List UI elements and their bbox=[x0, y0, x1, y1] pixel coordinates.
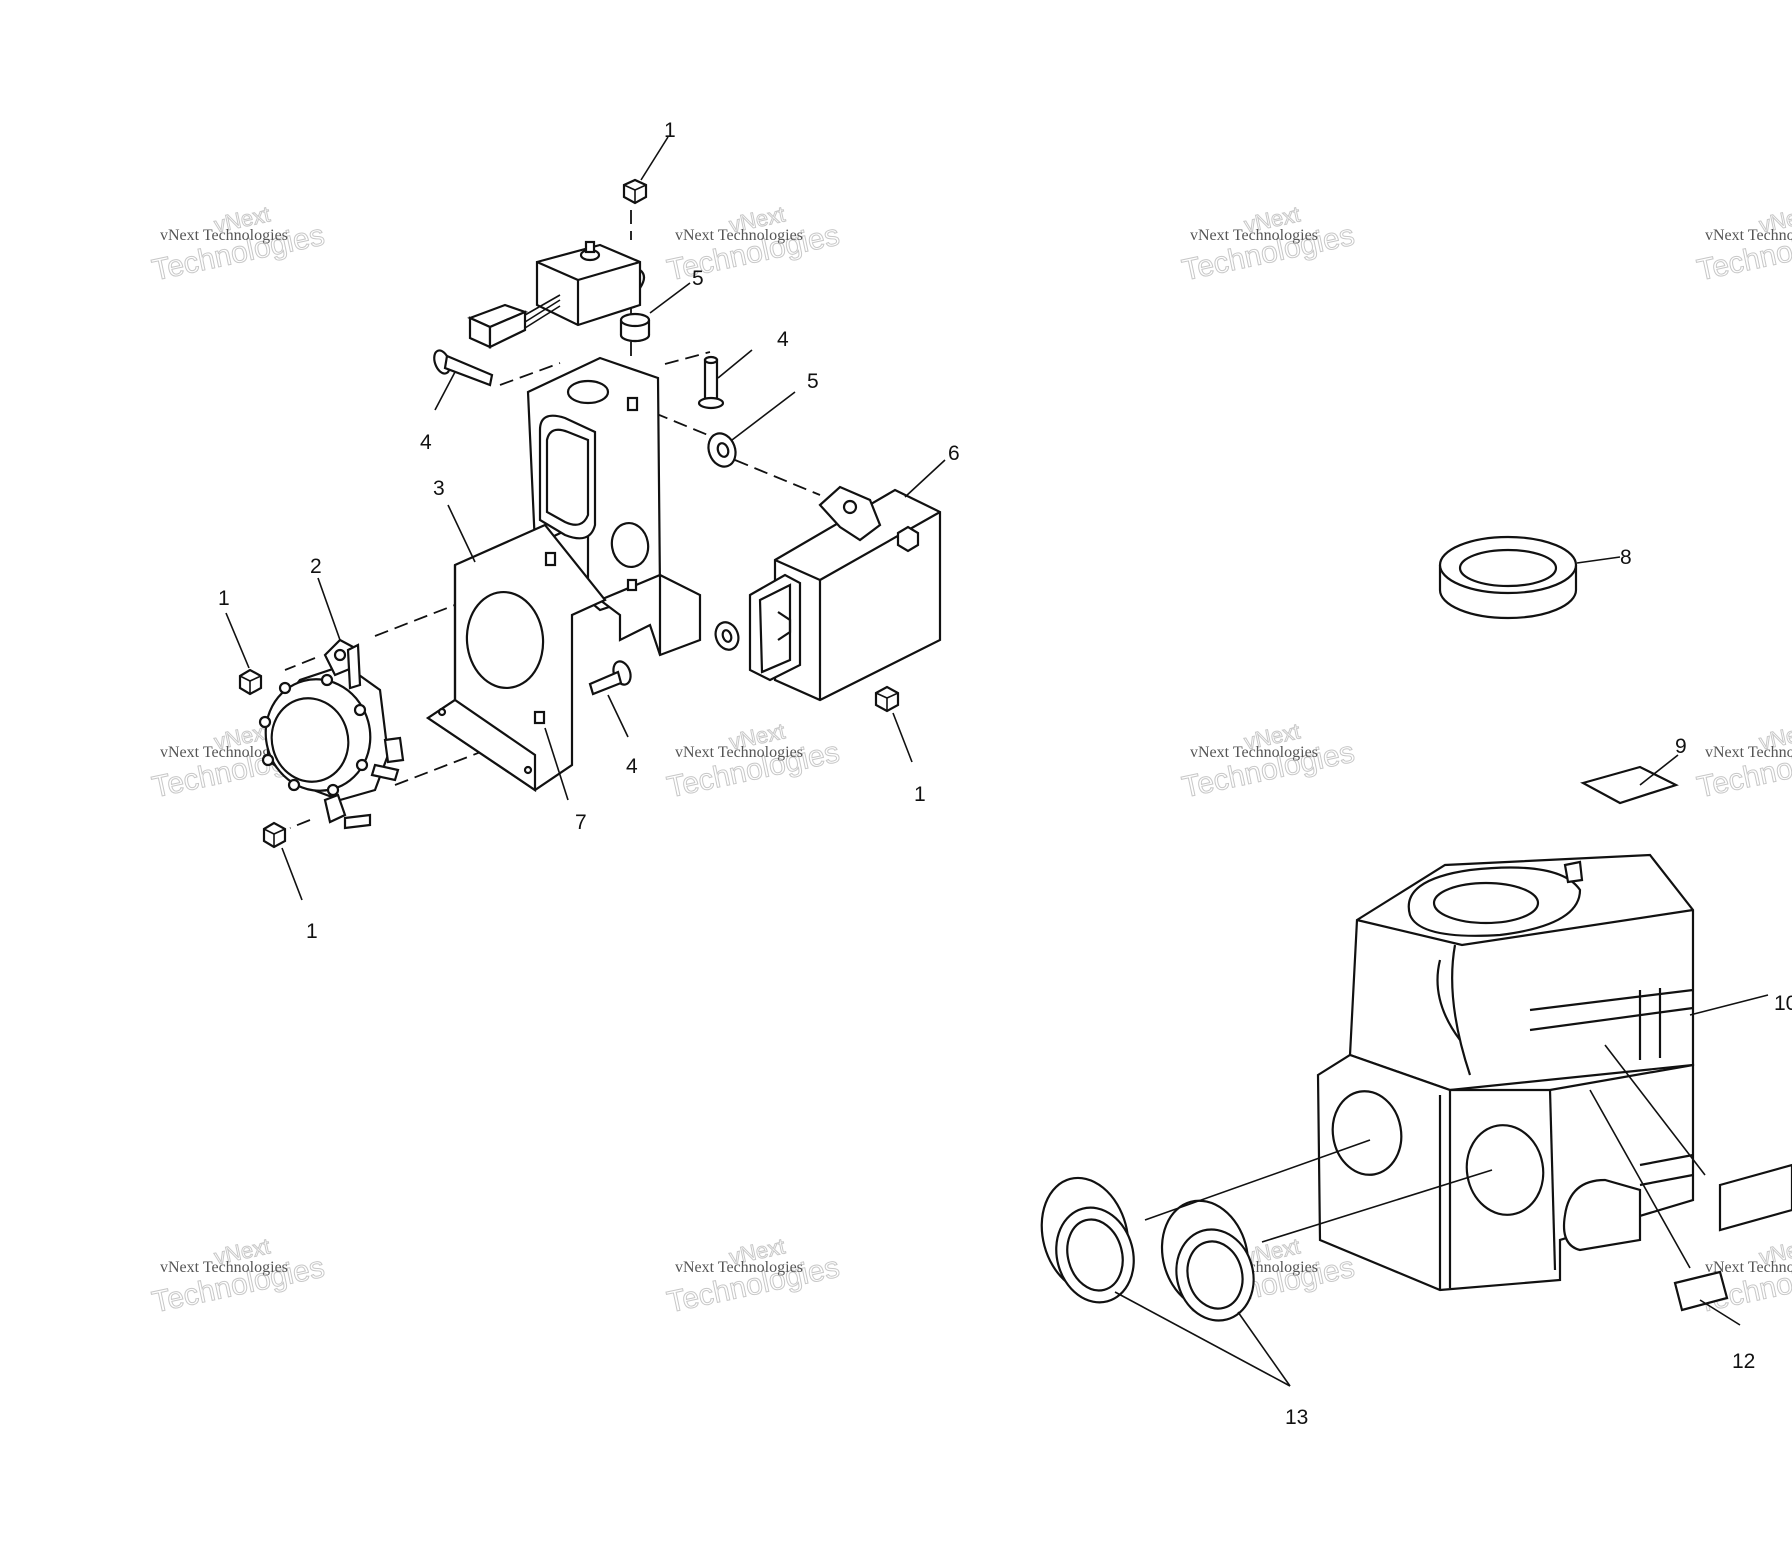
intake-boot-left bbox=[1040, 1176, 1135, 1304]
svg-text:vNext Technologies: vNext Technologies bbox=[675, 227, 803, 244]
foam-ring bbox=[1438, 535, 1578, 620]
spacer-lower bbox=[714, 621, 740, 651]
bolt-top-right bbox=[697, 355, 725, 410]
callout-13: 13 bbox=[1285, 1406, 1308, 1429]
svg-text:vNext Technologies: vNext Technologies bbox=[1705, 1259, 1792, 1276]
watermark: vNext Technologies vNext Technologies bbox=[1694, 201, 1792, 288]
hex-nut-left-upper bbox=[238, 668, 263, 696]
svg-text:vNext Technologies: vNext Technologies bbox=[160, 744, 288, 761]
svg-text:vNext Technologies: vNext Technologies bbox=[1190, 227, 1318, 244]
decal-11 bbox=[1718, 1163, 1792, 1232]
callout-7: 7 bbox=[575, 811, 587, 834]
svg-text:vNext Technologies: vNext Technologies bbox=[675, 744, 803, 761]
callout-1: 1 bbox=[914, 783, 926, 806]
watermark: vNext Technologies vNext Technologies bbox=[149, 1233, 328, 1320]
svg-text:vNext Technologies: vNext Technologies bbox=[160, 227, 288, 244]
svg-text:vNext Technologies: vNext Technologies bbox=[1705, 744, 1792, 761]
fuel-pump bbox=[258, 638, 405, 830]
svg-text:vNext Technologies: vNext Technologies bbox=[1190, 744, 1318, 761]
watermark: vNext Technologies vNext Technologies bbox=[1179, 201, 1358, 288]
intake-boot-right bbox=[1160, 1199, 1255, 1322]
watermark: vNext Technologies vNext Technologies bbox=[149, 201, 328, 288]
callout-2: 2 bbox=[310, 555, 322, 578]
hex-nut-right bbox=[874, 685, 900, 713]
decal-9 bbox=[1580, 765, 1679, 805]
mounting-bracket bbox=[426, 356, 702, 793]
bolt-top-left bbox=[433, 349, 494, 387]
watermark: vNext Technologies vNext Technologies bbox=[1179, 718, 1358, 805]
washer bbox=[707, 432, 737, 468]
callout-9: 9 bbox=[1675, 735, 1687, 758]
control-module bbox=[748, 485, 942, 702]
callout-10: 10 bbox=[1774, 992, 1792, 1015]
callout-1: 1 bbox=[218, 587, 230, 610]
callout-4: 4 bbox=[777, 328, 789, 351]
decal-12 bbox=[1673, 1270, 1729, 1312]
callout-1: 1 bbox=[306, 920, 318, 943]
callout-4: 4 bbox=[626, 755, 638, 778]
callout-labels: 1 5 4 5 4 6 3 2 1 4 1 7 1 8 9 10 12 13 bbox=[218, 119, 1792, 1429]
watermark: vNext Technologies vNext Technologies bbox=[664, 1233, 843, 1320]
spacer-top bbox=[619, 312, 651, 343]
callout-12: 12 bbox=[1732, 1350, 1755, 1373]
bolt-lower bbox=[588, 660, 632, 696]
watermark: vNext Technologies vNext Technologies bbox=[664, 201, 843, 288]
svg-text:vNext Technologies: vNext Technologies bbox=[675, 1259, 803, 1276]
watermark: vNext Technologies vNext Technologies bbox=[664, 718, 843, 805]
callout-6: 6 bbox=[948, 442, 960, 465]
callout-1: 1 bbox=[664, 119, 676, 142]
svg-text:vNext Technologies: vNext Technologies bbox=[1705, 227, 1792, 244]
relay-module bbox=[467, 240, 646, 349]
hex-nut-left-lower bbox=[262, 821, 287, 849]
leader-lines-right bbox=[1114, 556, 1769, 1387]
watermark: vNext Technologies vNext Technologies bbox=[1694, 718, 1792, 805]
leader-lines-left bbox=[225, 136, 946, 901]
airbox bbox=[1316, 853, 1695, 1292]
hex-nut-top bbox=[622, 178, 648, 205]
svg-text:vNext Technologies: vNext Technologies bbox=[160, 1259, 288, 1276]
callout-5: 5 bbox=[807, 370, 819, 393]
callout-4: 4 bbox=[420, 431, 432, 454]
callout-8: 8 bbox=[1620, 546, 1632, 569]
callout-3: 3 bbox=[433, 477, 445, 500]
callout-5: 5 bbox=[692, 267, 704, 290]
